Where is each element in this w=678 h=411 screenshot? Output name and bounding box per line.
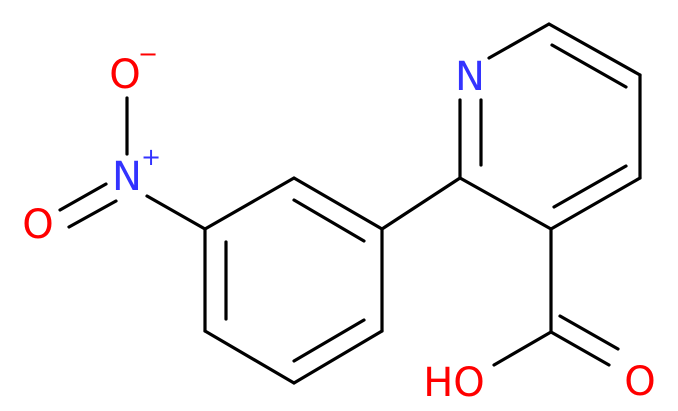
bond-pyridine-c4-c3 bbox=[549, 176, 642, 231]
bond-pyridine-c4-c3-inner bbox=[552, 164, 628, 209]
bond-pyridine-c6-c5 bbox=[547, 22, 642, 77]
carbonyl-oxygen-label: O bbox=[624, 359, 655, 405]
bond-benzene-1-2 bbox=[292, 176, 384, 231]
pyridine-ring bbox=[458, 22, 642, 231]
benzene-ring bbox=[203, 176, 384, 385]
bond-nitro-o-left-a bbox=[58, 182, 108, 212]
nitro-nitrogen-label: N bbox=[112, 154, 142, 200]
bond-benzene-5-6 bbox=[292, 329, 384, 385]
bond-benzene-5-6-inner bbox=[292, 318, 366, 363]
pyridine-nitrogen-label: N bbox=[455, 54, 485, 100]
nitro-nitrogen-charge: + bbox=[141, 143, 161, 171]
hydroxyl-label: HO bbox=[423, 360, 485, 406]
bond-carboxyl-o-double-a bbox=[549, 330, 611, 367]
nitro-top-oxygen-charge: − bbox=[138, 40, 158, 68]
bond-biaryl bbox=[380, 176, 462, 231]
bond-pyridine-c6-c5-inner bbox=[550, 43, 628, 89]
bond-benzene-nitro bbox=[145, 194, 207, 231]
nitro-left-oxygen-label: O bbox=[22, 202, 53, 248]
bond-nitro-o-left-b bbox=[67, 199, 118, 229]
carboxylic-acid-group bbox=[492, 227, 620, 367]
bond-benzene-2-3 bbox=[203, 176, 296, 231]
bond-pyridine-c3-c2 bbox=[458, 176, 553, 231]
bond-benzene-4-5 bbox=[203, 329, 296, 385]
bond-carboxyl-o-double-b bbox=[558, 314, 620, 351]
bond-pyridine-n-c6 bbox=[487, 22, 551, 60]
bond-carboxyl-oh bbox=[492, 330, 553, 367]
bond-benzene-1-2-inner bbox=[292, 198, 366, 243]
nitro-top-oxygen-label: O bbox=[109, 52, 140, 98]
nitro-group bbox=[58, 96, 207, 231]
